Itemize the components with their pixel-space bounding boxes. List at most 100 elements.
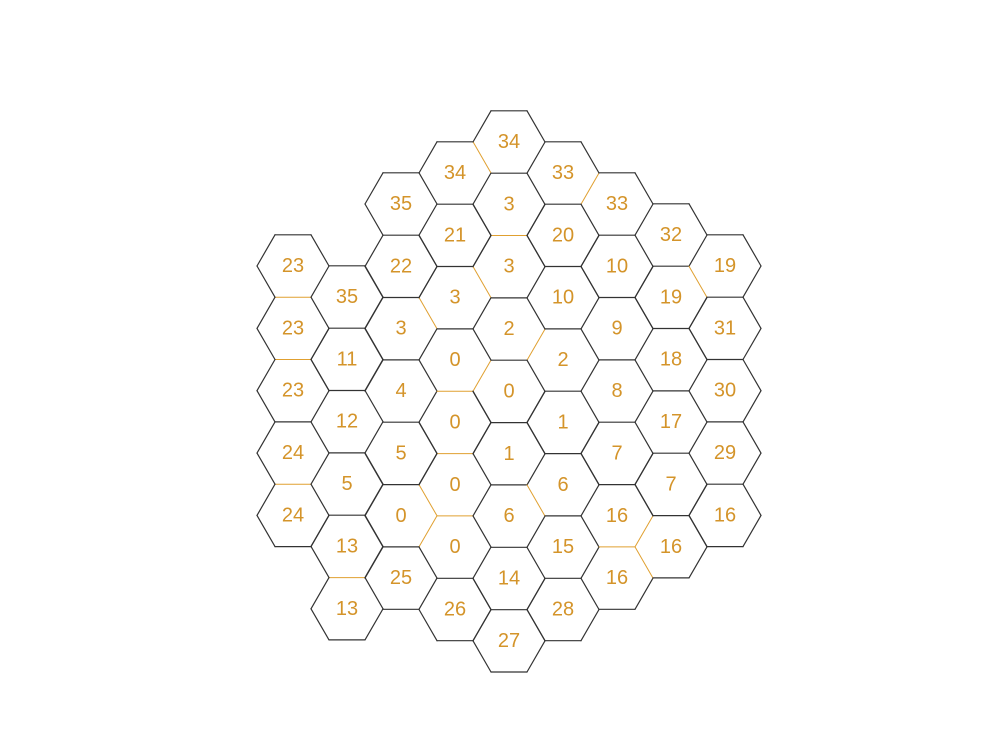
cell-border: [418, 421, 438, 455]
cell-border: [580, 390, 600, 423]
hex-cell-label: 17: [660, 411, 682, 433]
cell-border: [256, 514, 276, 548]
hex-cell-label: 5: [395, 442, 406, 464]
hex-cell-label: 28: [552, 598, 574, 620]
hex-cell-label: 34: [444, 162, 466, 184]
cell-border: [634, 234, 654, 267]
cell-border: [256, 265, 276, 298]
cell-border: [310, 483, 330, 517]
region-edge: [472, 141, 492, 174]
hex-cell-label: 12: [336, 411, 358, 433]
cell-border: [364, 608, 384, 641]
cell-border: [526, 297, 546, 330]
cell-border: [364, 234, 384, 267]
hex-cell-label: 29: [714, 442, 736, 464]
cell-border: [472, 484, 492, 517]
cell-border: [688, 327, 708, 361]
cell-border: [634, 390, 654, 423]
cell-border: [418, 577, 438, 610]
cell-border: [256, 421, 276, 454]
cell-border: [526, 359, 546, 392]
cell-border: [310, 608, 330, 641]
cell-border: [742, 358, 762, 392]
cell-border: [472, 203, 492, 237]
hex-cell-label: 13: [336, 535, 358, 557]
cell-border: [580, 203, 600, 236]
hex-cell-label: 22: [390, 255, 412, 277]
cell-border: [580, 546, 600, 579]
cell-border: [256, 296, 276, 329]
cell-border: [580, 328, 600, 361]
cell-border: [256, 327, 276, 361]
cell-border: [364, 576, 384, 610]
hex-cell-label: 9: [611, 318, 622, 340]
cell-border: [310, 296, 330, 329]
cell-border: [742, 390, 762, 423]
hex-cell-label: 15: [552, 536, 574, 558]
region-edge: [418, 515, 438, 548]
hex-cell-label: 5: [341, 473, 352, 495]
hex-cell-label: 13: [336, 598, 358, 620]
cell-border: [742, 296, 762, 329]
cell-border: [472, 390, 492, 424]
cell-border: [742, 234, 762, 267]
cell-border: [418, 234, 438, 268]
cell-border: [310, 421, 330, 454]
cell-border: [688, 421, 708, 454]
cell-border: [580, 297, 600, 330]
cell-border: [742, 483, 762, 517]
cell-border: [580, 484, 600, 517]
hex-cell-label: 3: [449, 287, 460, 309]
hex-cell-label: 6: [557, 474, 568, 496]
cell-border: [688, 390, 708, 423]
cell-border: [526, 640, 546, 673]
cell-border: [580, 452, 600, 486]
hex-cell-label: 6: [503, 505, 514, 527]
cell-border: [418, 608, 438, 642]
cell-border: [418, 265, 438, 299]
hex-cell-label: 23: [282, 317, 304, 339]
hex-cell-label: 35: [390, 193, 412, 215]
cell-border: [580, 265, 600, 299]
cell-border: [688, 359, 708, 392]
cell-border: [364, 172, 384, 205]
hex-cell-label: 0: [503, 380, 514, 402]
cell-border: [310, 452, 330, 485]
hex-cell-label: 7: [611, 442, 622, 464]
cell-border: [364, 389, 384, 423]
cell-border: [310, 265, 330, 298]
cell-border: [364, 328, 384, 361]
hex-cell-label: 25: [390, 567, 412, 589]
cell-border: [526, 453, 546, 486]
region-edge: [688, 265, 708, 298]
hex-cell-label: 16: [606, 505, 628, 527]
hex-cell-label: 26: [444, 598, 466, 620]
cell-border: [418, 359, 438, 392]
cell-border: [364, 421, 384, 454]
region-edge: [418, 484, 438, 517]
cell-border: [364, 484, 384, 517]
region-edge: [418, 297, 438, 330]
cell-border: [634, 203, 654, 236]
cell-border: [310, 576, 330, 610]
hex-cell-label: 16: [606, 567, 628, 589]
cell-border: [634, 328, 654, 361]
cell-border: [364, 265, 384, 299]
cell-border: [688, 296, 708, 329]
cell-border: [472, 422, 492, 455]
hex-cell-label: 20: [552, 224, 574, 246]
hex-cell-label: 31: [714, 317, 736, 339]
cell-border: [472, 609, 492, 642]
cell-border: [526, 141, 546, 174]
cell-border: [634, 421, 654, 454]
cell-border: [580, 141, 600, 174]
hex-cell-label: 11: [337, 348, 358, 370]
cell-border: [310, 390, 330, 423]
cell-border: [526, 577, 546, 611]
cell-border: [580, 359, 600, 392]
hex-cell-label: 19: [660, 286, 682, 308]
cell-border: [472, 328, 492, 361]
hex-cell-label: 3: [395, 318, 406, 340]
cell-border: [256, 234, 276, 267]
